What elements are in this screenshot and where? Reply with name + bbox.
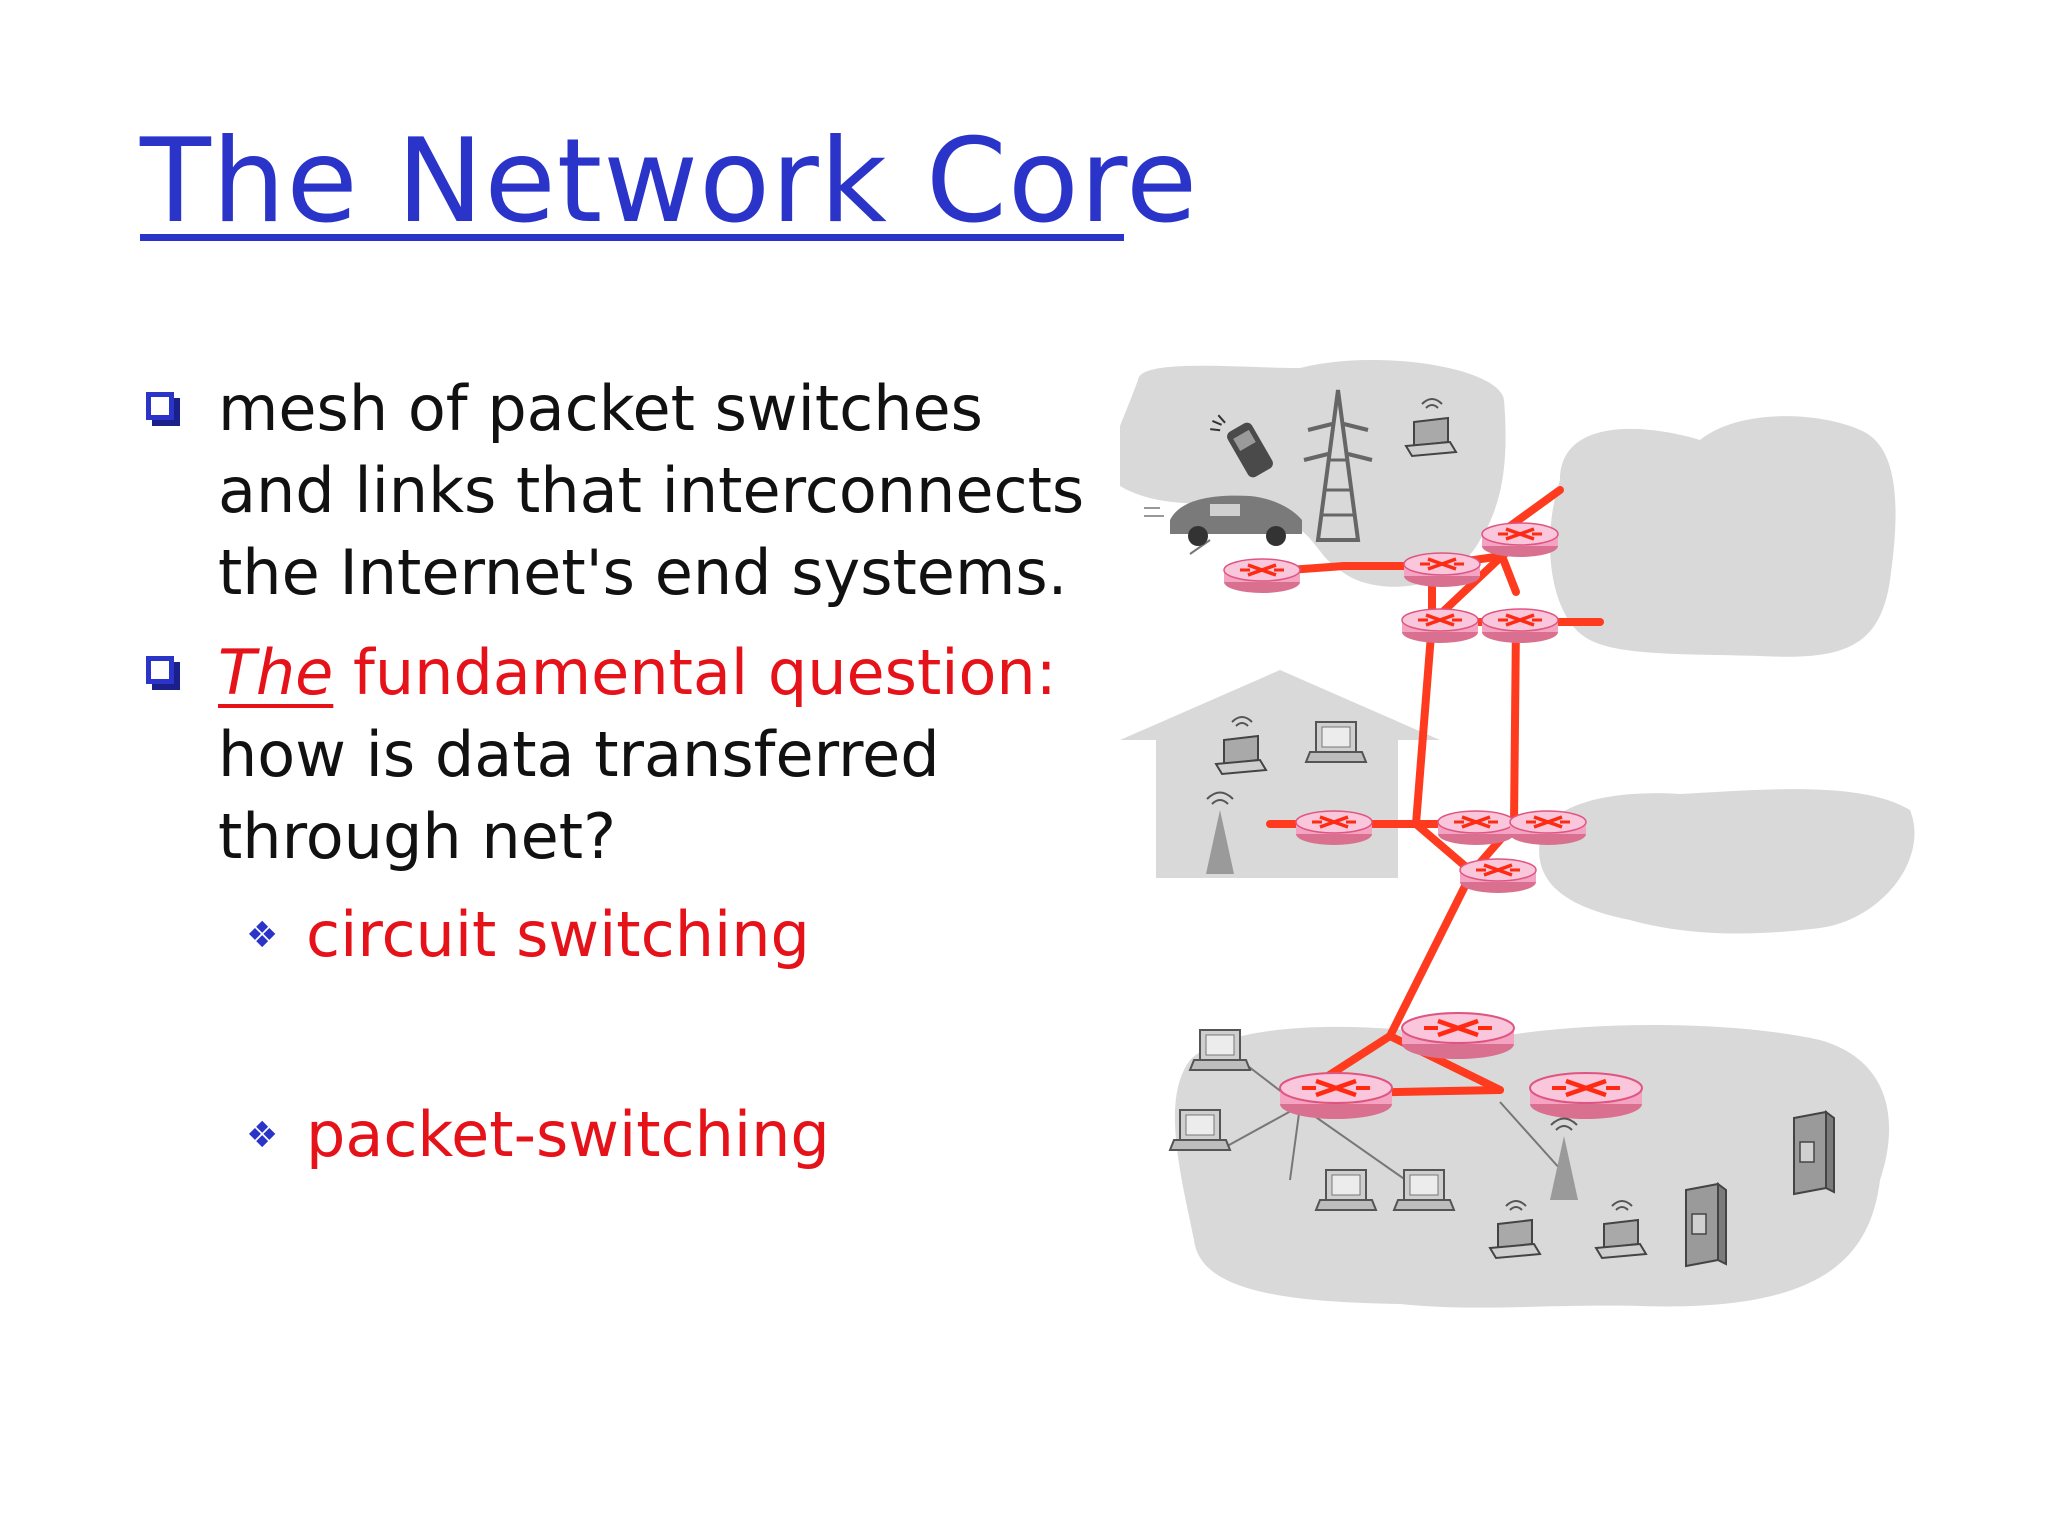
desktop-computer-icon: [1315, 1169, 1377, 1211]
regional-cloud-icon: [1539, 789, 1915, 934]
router-icon: [1480, 521, 1560, 559]
router-icon: [1222, 557, 1302, 595]
router-icon: [1402, 551, 1482, 589]
square-bullet-icon: [146, 656, 174, 684]
router-icon: [1402, 1013, 1514, 1059]
desktop-computer-icon: [1189, 1029, 1251, 1071]
bullet-1-line-3: the Internet's end systems.: [218, 536, 1068, 609]
mobile-network-cloud-icon: [1120, 360, 1506, 587]
bullet-2-line-1: how is data transferred: [218, 718, 940, 791]
bullet-2-heading: The fundamental question:: [218, 636, 1057, 710]
network-core-diagram: [1120, 360, 1915, 1308]
router-icon: [1436, 809, 1516, 847]
sub-bullet-circuit-switching: circuit switching: [306, 898, 810, 971]
router-icon: [1480, 607, 1560, 645]
diamond-bullet-icon: ❖: [246, 1115, 279, 1156]
diamond-bullet-icon: ❖: [246, 915, 279, 956]
house-icon: [1120, 670, 1440, 878]
square-bullet-icon: [146, 392, 174, 420]
router-icon: [1280, 1073, 1392, 1119]
title-underline: [140, 234, 1124, 241]
server-icon: [1685, 1183, 1727, 1267]
cell-phone-icon: [1210, 414, 1273, 478]
desktop-computer-icon: [1305, 721, 1367, 763]
server-icon: [1793, 1111, 1835, 1195]
router-icon: [1294, 809, 1374, 847]
router-icon: [1508, 809, 1588, 847]
emphasis-the: The: [218, 636, 334, 709]
desktop-computer-icon: [1169, 1109, 1231, 1151]
slide-title: The Network Core: [140, 114, 1199, 249]
router-icon: [1530, 1073, 1642, 1119]
router-icon: [1458, 857, 1538, 895]
bullet-1-line-2: and links that interconnects: [218, 454, 1085, 527]
router-icon: [1400, 607, 1480, 645]
desktop-computer-icon: [1393, 1169, 1455, 1211]
antenna-tower-icon: [1303, 389, 1373, 542]
bullet-2-line-2: through net?: [218, 800, 616, 873]
isp-cloud-icon: [1550, 416, 1896, 657]
sub-bullet-packet-switching: packet-switching: [306, 1098, 830, 1171]
fundamental-question-label: fundamental question:: [333, 636, 1057, 709]
car-icon: [1144, 495, 1302, 546]
enterprise-cloud-icon: [1174, 1025, 1890, 1308]
bullet-1-line-1: mesh of packet switches: [218, 372, 983, 445]
